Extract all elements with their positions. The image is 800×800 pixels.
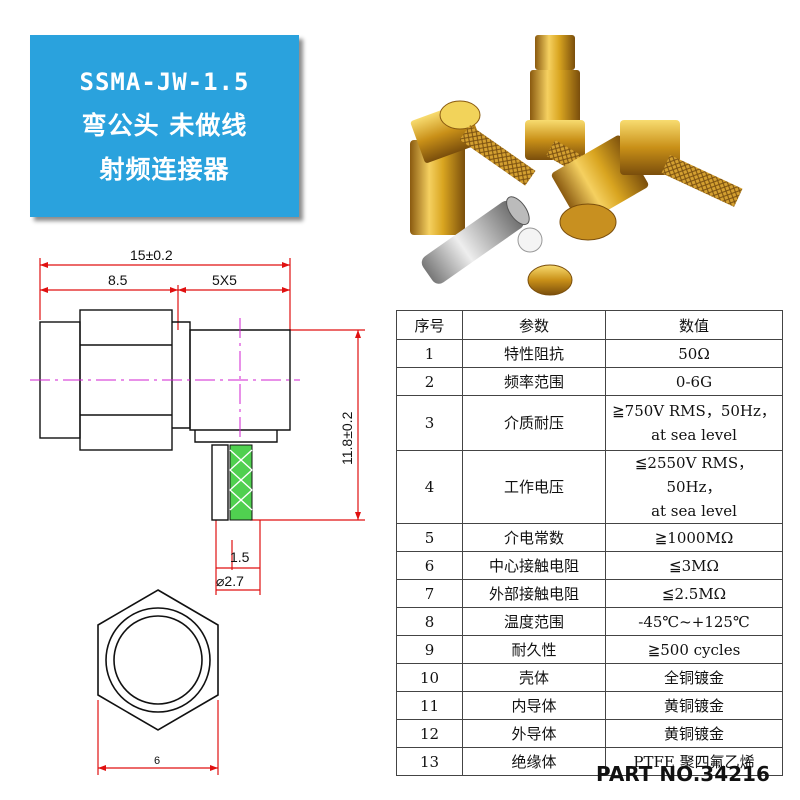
connector-right: [551, 120, 743, 241]
row-param: 壳体: [462, 663, 606, 692]
dim-pin: 1.5: [230, 549, 250, 565]
row-value: PTFE 聚四氟乙烯: [605, 747, 783, 776]
row-no: 2: [396, 367, 463, 396]
row-param: 工作电压: [462, 450, 606, 524]
row-param: 特性阻抗: [462, 339, 606, 368]
row-param: 内导体: [462, 691, 606, 720]
row-param: 介电常数: [462, 523, 606, 552]
dim-hex: 6: [154, 755, 160, 767]
row-value-line2: at sea level: [651, 502, 737, 520]
row-value: ≧750V RMS，50Hz， at sea level: [605, 395, 783, 451]
title-category: 射频连接器: [99, 155, 230, 184]
table-row: 10 壳体 全铜镀金: [396, 663, 783, 692]
row-value-line1: ≦2550V RMS，50Hz，: [634, 454, 754, 496]
row-no: 10: [396, 663, 463, 692]
table-row: 4 工作电压 ≦2550V RMS，50Hz， at sea level: [396, 450, 783, 524]
row-param: 频率范围: [462, 367, 606, 396]
title-model: SSMA-JW-1.5: [79, 68, 250, 96]
row-no: 9: [396, 635, 463, 664]
row-no: 13: [396, 747, 463, 776]
table-header-row: 序号 参数 数值: [396, 310, 783, 340]
table-row: 7 外部接触电阻 ≦2.5MΩ: [396, 579, 783, 608]
header-no: 序号: [396, 310, 463, 340]
row-param: 耐久性: [462, 635, 606, 664]
row-value: 50Ω: [605, 339, 783, 368]
row-value: -45℃~+125℃: [605, 607, 783, 636]
row-no: 6: [396, 551, 463, 580]
dim-height: 11.8±0.2: [339, 411, 355, 465]
row-param: 介质耐压: [462, 395, 606, 451]
product-photo: [410, 35, 743, 296]
spec-table: 序号 参数 数值 1 特性阻抗 50Ω 2 频率范围 0-6G 3 介质耐压 ≧…: [396, 310, 783, 776]
row-param: 绝缘体: [462, 747, 606, 776]
dim-total: 15±0.2: [130, 247, 173, 263]
table-row: 6 中心接触电阻 ≦3MΩ: [396, 551, 783, 580]
dim-left: 8.5: [108, 272, 128, 288]
header-value: 数值: [605, 310, 783, 340]
dim-dia: ⌀2.7: [216, 573, 244, 589]
title-box: SSMA-JW-1.5 弯公头 未做线 射频连接器: [30, 35, 299, 217]
row-no: 5: [396, 523, 463, 552]
row-no: 3: [396, 395, 463, 451]
crimp-sleeve: [421, 196, 530, 284]
row-value: ≦2550V RMS，50Hz， at sea level: [605, 450, 783, 524]
row-value: ≦3MΩ: [605, 551, 783, 580]
row-value: ≧1000MΩ: [605, 523, 783, 552]
connector-left: [410, 100, 536, 235]
row-no: 8: [396, 607, 463, 636]
row-value: 黄铜镀金: [605, 719, 783, 748]
white-insulator: [517, 227, 543, 253]
table-row: 3 介质耐压 ≧750V RMS，50Hz， at sea level: [396, 395, 783, 451]
table-row: 1 特性阻抗 50Ω: [396, 339, 783, 368]
row-value-line2: at sea level: [651, 426, 737, 444]
dim-head: 5X5: [212, 272, 237, 288]
row-value: 0-6G: [605, 367, 783, 396]
row-value-line1: ≧750V RMS，50Hz，: [612, 402, 776, 420]
row-param: 外导体: [462, 719, 606, 748]
row-no: 12: [396, 719, 463, 748]
table-row: 2 频率范围 0-6G: [396, 367, 783, 396]
title-type: 弯公头 未做线: [81, 111, 248, 140]
row-param: 中心接触电阻: [462, 551, 606, 580]
row-value: 全铜镀金: [605, 663, 783, 692]
row-no: 11: [396, 691, 463, 720]
table-row: 13 绝缘体 PTFE 聚四氟乙烯: [396, 747, 783, 776]
header-param: 参数: [462, 310, 606, 340]
row-param: 外部接触电阻: [462, 579, 606, 608]
row-value: ≧500 cycles: [605, 635, 783, 664]
table-row: 8 温度范围 -45℃~+125℃: [396, 607, 783, 636]
row-value: ≦2.5MΩ: [605, 579, 783, 608]
row-no: 4: [396, 450, 463, 524]
row-no: 1: [396, 339, 463, 368]
table-row: 12 外导体 黄铜镀金: [396, 719, 783, 748]
gold-cap: [527, 264, 573, 296]
row-no: 7: [396, 579, 463, 608]
braid: [229, 444, 253, 521]
table-row: 9 耐久性 ≧500 cycles: [396, 635, 783, 664]
table-row: 5 介电常数 ≧1000MΩ: [396, 523, 783, 552]
row-param: 温度范围: [462, 607, 606, 636]
part-number: PART NO.34216: [596, 762, 770, 786]
table-row: 11 内导体 黄铜镀金: [396, 691, 783, 720]
row-value: 黄铜镀金: [605, 691, 783, 720]
technical-drawing: 15±0.2 8.5 5X5 1.5 ⌀2.7 6 11.8±0.2: [30, 247, 365, 775]
